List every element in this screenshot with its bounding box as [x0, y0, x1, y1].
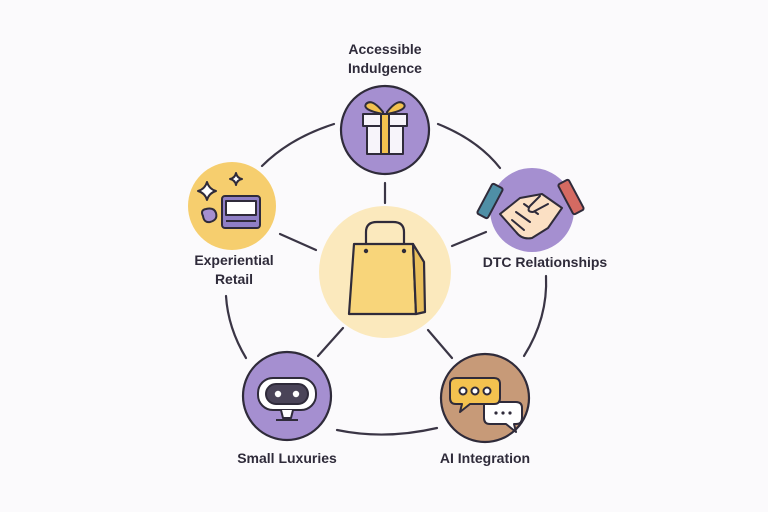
label-ai-integration: AI Integration	[439, 450, 531, 466]
gift-box-icon	[362, 101, 408, 155]
spoke-ai	[426, 328, 454, 360]
center-node	[319, 206, 451, 338]
connector-ai-smallluxuries	[335, 426, 439, 436]
label-accessible-indulgence: Accessible Indulgence	[348, 41, 422, 76]
node-accessible-indulgence	[339, 84, 431, 176]
node-ai-integration	[439, 352, 531, 444]
label-experiential-retail: Experiential Retail	[194, 252, 274, 287]
connector-smallluxuries-experiential	[224, 294, 248, 360]
spokes	[278, 181, 488, 360]
label-small-luxuries: Small Luxuries	[237, 450, 337, 466]
connector-indulgence-dtc	[436, 122, 502, 170]
robot-face-icon	[257, 377, 317, 421]
chat-bubbles-icon	[449, 377, 523, 433]
node-experiential-retail	[188, 162, 276, 250]
shopping-bag-icon	[347, 220, 427, 316]
label-dtc-relationships: DTC Relationships	[482, 254, 608, 270]
connector-dtc-ai	[522, 274, 548, 358]
spoke-smallluxuries	[316, 326, 345, 358]
spoke-dtc	[450, 230, 488, 248]
handshake-icon	[476, 178, 585, 240]
connector-experiential-indulgence	[260, 122, 336, 168]
node-dtc-relationships	[476, 168, 585, 252]
ring-connectors	[224, 122, 548, 436]
spoke-experiential	[278, 232, 318, 252]
node-small-luxuries	[241, 350, 333, 442]
sparkles-wallet-icon	[197, 172, 261, 229]
